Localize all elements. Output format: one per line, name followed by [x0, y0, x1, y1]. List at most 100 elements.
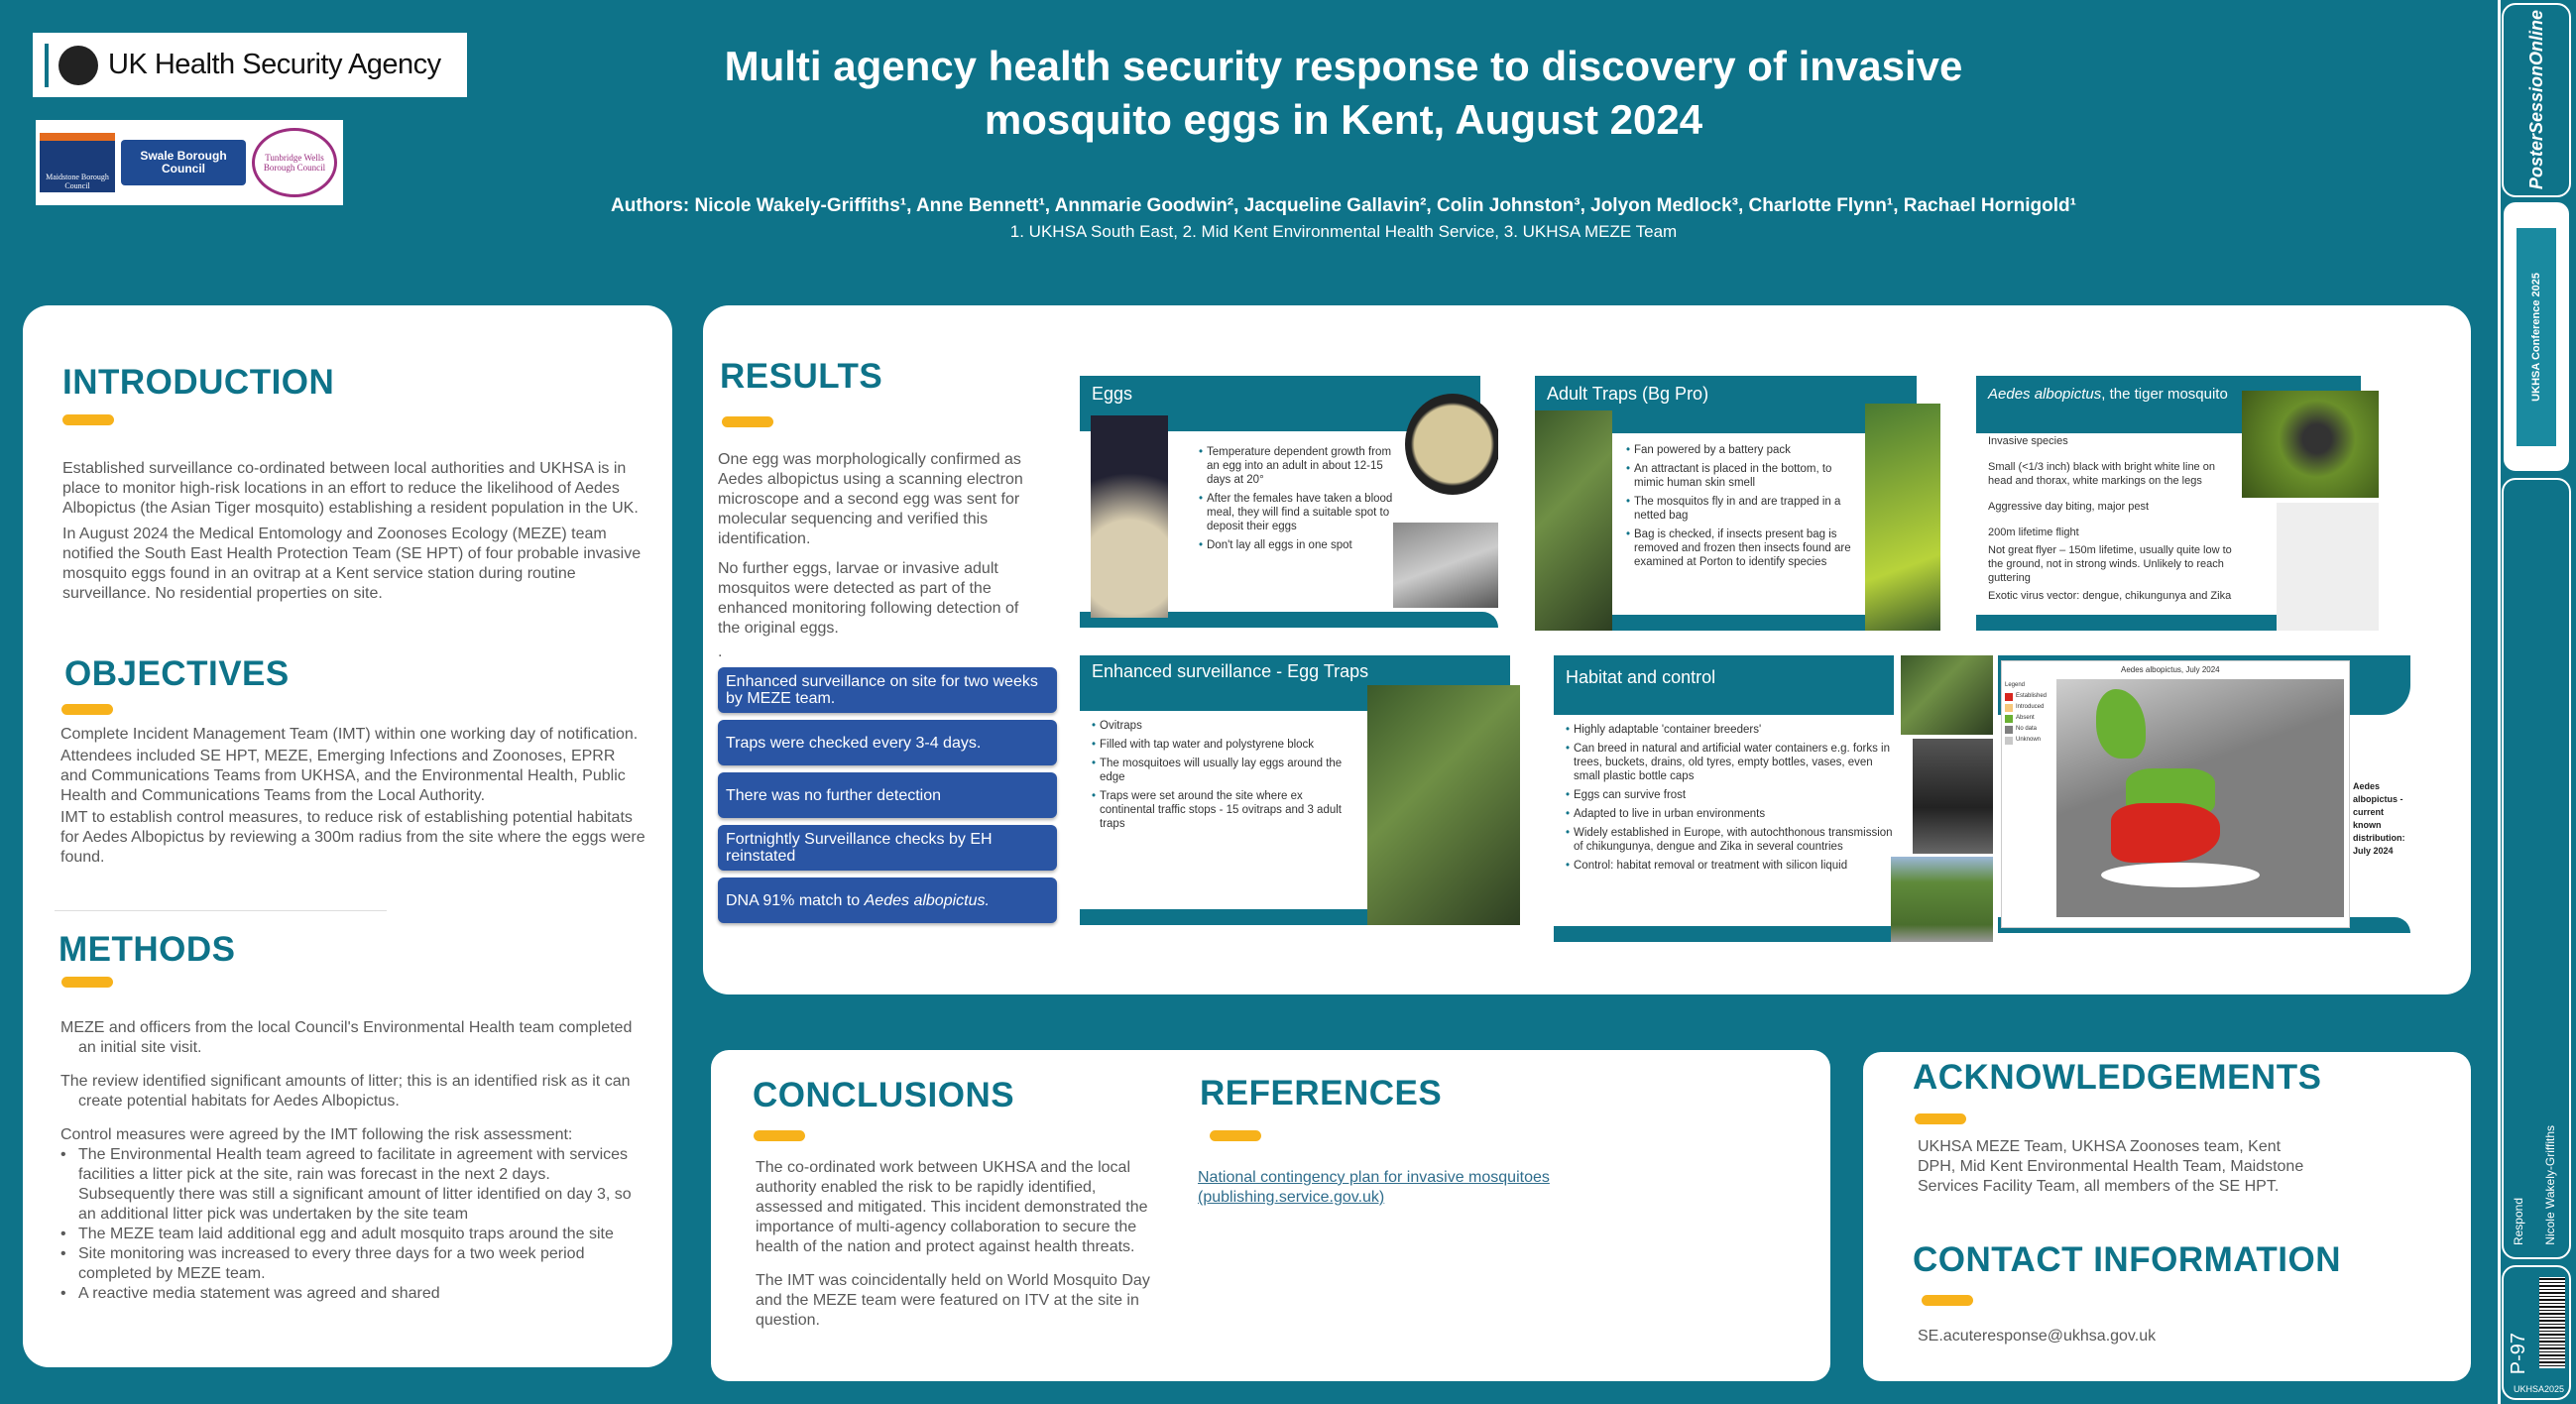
- map-caption: Aedes albopictus - current known distrib…: [2353, 781, 2405, 856]
- text-line: Small (<1/3 inch) black with bright whit…: [1988, 461, 2215, 487]
- legend-label: Introduced: [2016, 704, 2045, 710]
- introduction-text: Established surveillance co-ordinated be…: [62, 459, 647, 610]
- text-line: Not great flyer – 150m lifetime, usually…: [1988, 544, 2232, 584]
- list-item: The mosquitos fly in and are trapped in …: [1626, 495, 1854, 523]
- paragraph: The IMT was coincidentally held on World…: [756, 1272, 1150, 1329]
- ukhsa-logo: UK Health Security Agency: [33, 33, 467, 97]
- conference-code: UKHSA2025: [2514, 1384, 2565, 1394]
- poster-id-panel: P-97 UKHSA2025: [2502, 1265, 2571, 1400]
- sidebar-divider: [2498, 0, 2501, 1404]
- list-item: Control: habitat removal or treatment wi…: [1566, 859, 1893, 873]
- result-box: Fortnightly Surveillance checks by EH re…: [718, 825, 1057, 871]
- accent-bar: [722, 416, 773, 427]
- slide-adult-traps: Adult Traps (Bg Pro) Fan powered by a ba…: [1535, 376, 1940, 631]
- paragraph: No further eggs, larvae or invasive adul…: [718, 560, 1019, 637]
- paragraph: Attendees included SE HPT, MEZE, Emergin…: [60, 748, 626, 804]
- reference-link[interactable]: National contingency plan for invasive m…: [1198, 1169, 1550, 1206]
- acknowledgements-panel: [1863, 1052, 2471, 1381]
- slide-footer: [1080, 612, 1498, 628]
- accent-bar: [1915, 1113, 1966, 1124]
- conclusions-text: The co-ordinated work between UKHSA and …: [756, 1158, 1162, 1337]
- poster-title: Multi agency health security response to…: [496, 40, 2191, 147]
- list-item: The mosquitoes will usually lay eggs aro…: [1092, 757, 1359, 784]
- result-box: Enhanced surveillance on site for two we…: [718, 667, 1057, 713]
- methods-text: MEZE and officers from the local Council…: [60, 1018, 645, 1304]
- sem-photo: [1393, 523, 1498, 608]
- results-text: One egg was morphologically confirmed as…: [718, 450, 1035, 668]
- brand-text: PosterSessionOnline: [2525, 10, 2546, 190]
- list-item: Ovitraps: [1092, 719, 1359, 733]
- paragraph: .: [718, 644, 723, 660]
- legend-title: Legend: [2005, 682, 2026, 688]
- accent-bar: [61, 704, 113, 715]
- list-item: Highly adaptable 'container breeders': [1566, 723, 1893, 737]
- slide-title: Habitat and control: [1554, 655, 1894, 715]
- accent-bar: [61, 977, 113, 988]
- title-rest: , the tiger mosquito: [2101, 386, 2228, 403]
- text-line: Exotic virus vector: dengue, chikungunya…: [1988, 590, 2232, 602]
- respond-panel[interactable]: Respond Nicole Wakely-Griffiths: [2502, 478, 2571, 1259]
- title-line-1: Multi agency health security response to…: [724, 43, 1963, 89]
- list-item: After the females have taken a blood mea…: [1199, 492, 1397, 533]
- list-item: A reactive media statement was agreed an…: [60, 1284, 645, 1304]
- swale-logo: Swale Borough Council: [121, 140, 246, 185]
- affiliations: 1. UKHSA South East, 2. Mid Kent Environ…: [1009, 222, 1678, 241]
- objectives-heading: OBJECTIVES: [64, 654, 290, 693]
- ovitrap-photo: [1367, 685, 1520, 925]
- list-item: An attractant is placed in the bottom, t…: [1626, 462, 1854, 490]
- tunbridge-wells-logo-text: Tunbridge Wells Borough Council: [263, 153, 326, 173]
- list-item: Traps were set around the site where ex …: [1092, 789, 1359, 831]
- list-item: Bag is checked, if insects present bag i…: [1626, 527, 1854, 569]
- contact-email[interactable]: SE.acuteresponse@ukhsa.gov.uk: [1918, 1328, 2157, 1345]
- box-text: DNA 91% match to: [726, 891, 865, 909]
- list-item: The MEZE team laid additional egg and ad…: [60, 1225, 645, 1244]
- paragraph: Control measures were agreed by the IMT …: [60, 1126, 573, 1143]
- map-absent-region: [2096, 689, 2146, 759]
- result-box: There was no further detection: [718, 772, 1057, 818]
- barcode: [2539, 1277, 2565, 1368]
- conference-banner[interactable]: UKHSA Conference 2025: [2502, 200, 2571, 473]
- map-sea: [2101, 863, 2260, 887]
- title-line-2: mosquito eggs in Kent, August 2024: [984, 96, 1703, 143]
- acknowledgements-heading: ACKNOWLEDGEMENTS: [1913, 1058, 2322, 1097]
- result-box: Traps were checked every 3-4 days.: [718, 720, 1057, 765]
- slide-bullets: Ovitraps Filled with tap water and polys…: [1092, 719, 1359, 836]
- accent-bar: [1210, 1130, 1261, 1141]
- presenter-name: Nicole Wakely-Griffiths: [2543, 1125, 2557, 1245]
- accent-bar: [62, 414, 114, 425]
- tyre-photo: [1913, 739, 1993, 854]
- conclusions-heading: CONCLUSIONS: [753, 1076, 1015, 1114]
- divider: [55, 910, 387, 911]
- respond-label[interactable]: Respond: [2512, 1197, 2525, 1245]
- list-item: Filled with tap water and polystyrene bl…: [1092, 738, 1359, 752]
- conference-image: UKHSA Conference 2025: [2517, 227, 2556, 446]
- org-name: UK Health Security Agency: [108, 49, 441, 80]
- trap-photo: [1865, 404, 1940, 631]
- paragraph: Established surveillance co-ordinated be…: [62, 460, 639, 517]
- legend-entry: Unknown: [2005, 736, 2047, 745]
- legend-entry: Absent: [2005, 714, 2047, 723]
- legend-entry: Introduced: [2005, 703, 2047, 712]
- list-item: Fan powered by a battery pack: [1626, 443, 1854, 457]
- legend-swatch: [2005, 736, 2013, 745]
- slide-tiger-mosquito: Aedes albopictus, the tiger mosquito Inv…: [1976, 376, 2379, 631]
- poster-session-online-logo[interactable]: PosterSessionOnline: [2502, 3, 2571, 197]
- paragraph: MEZE and officers from the local Council…: [60, 1019, 633, 1056]
- results-heading: RESULTS: [720, 357, 883, 396]
- legend-swatch: [2005, 692, 2013, 701]
- tiger-text: Invasive species Small (<1/3 inch) black…: [1988, 434, 2241, 603]
- conference-title: UKHSA Conference 2025: [2530, 272, 2542, 402]
- map-established-region: [2111, 803, 2220, 863]
- slide-distribution-map: Aedes albopictus, July 2024 Legend Estab…: [1998, 655, 2410, 933]
- list-item: The Environmental Health team agreed to …: [60, 1145, 645, 1225]
- paragraph: One egg was morphologically confirmed as…: [718, 451, 1023, 547]
- list-item: Adapted to live in urban environments: [1566, 807, 1893, 821]
- list-item: Widely established in Europe, with autoc…: [1566, 826, 1893, 854]
- maidstone-logo-text: Maidstone Borough Council: [46, 173, 109, 190]
- paragraph: The review identified significant amount…: [60, 1073, 631, 1110]
- list-item: Site monitoring was increased to every t…: [60, 1244, 645, 1284]
- legend-label: Unknown: [2016, 737, 2042, 743]
- authors: Authors: Nicole Wakely-Griffiths¹, Anne …: [611, 195, 2076, 216]
- methods-heading: METHODS: [59, 930, 236, 969]
